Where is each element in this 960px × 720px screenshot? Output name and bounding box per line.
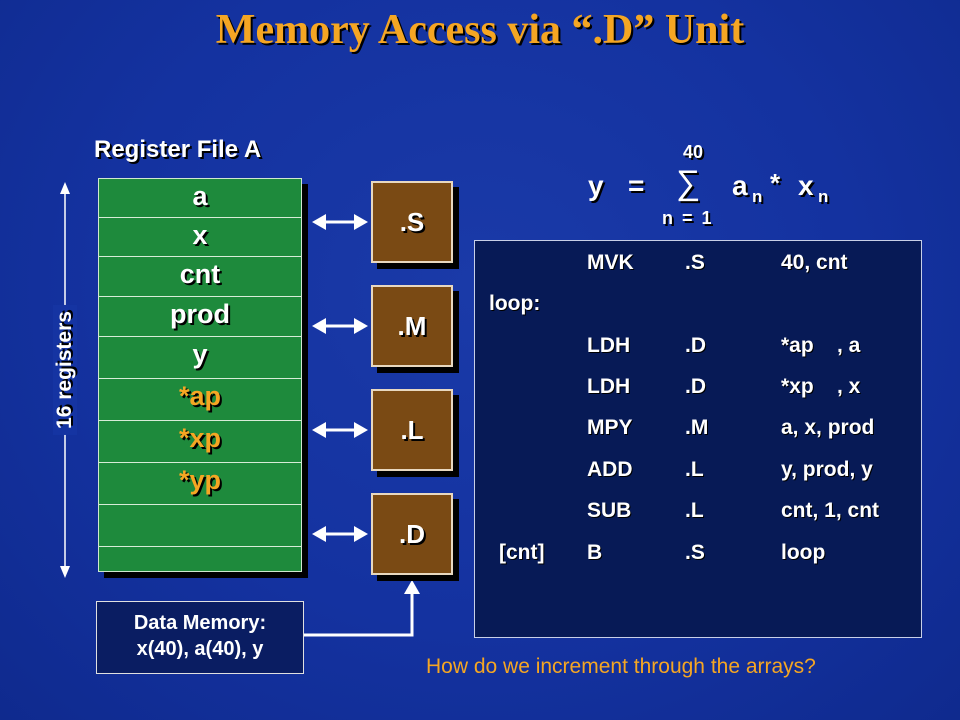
assembly-program-panel: MVK .S 40, cnt loop: LDH .D *ap , a LDH … [474, 240, 922, 638]
code-args: a, x, prod [781, 416, 875, 439]
code-unit: .L [685, 499, 704, 522]
code-unit: .D [685, 375, 706, 398]
equation-subscript-x: n [818, 187, 829, 206]
question-text: How do we increment through the arrays? [426, 655, 816, 678]
code-unit: .M [685, 416, 709, 439]
sum-lower-limit: n = 1 [662, 208, 712, 228]
code-args: *xp , x [781, 375, 861, 398]
code-args: 40, cnt [781, 251, 848, 274]
register-cnt: cnt [99, 257, 301, 297]
register-prod: prod [99, 297, 301, 337]
code-unit: .D [685, 334, 706, 357]
code-op: SUB [587, 499, 632, 522]
code-unit: .S [685, 251, 705, 274]
slide-title: Memory Access via “.D” Unit [215, 7, 745, 53]
code-args: cnt, 1, cnt [781, 499, 880, 522]
code-label: [cnt] [499, 541, 545, 564]
data-memory-box: Data Memory: x(40), a(40), y [96, 601, 304, 674]
unit-m: .M [371, 285, 453, 367]
register-file-heading: Register File A [94, 136, 262, 163]
sigma-icon: ∑ [676, 164, 701, 202]
code-op: ADD [587, 458, 633, 481]
code-args: *ap , a [781, 334, 861, 357]
register-x: x [99, 218, 301, 257]
code-op: B [587, 541, 603, 564]
equation-lhs: y [588, 170, 604, 201]
register-y: y [99, 337, 301, 379]
equation-times: * [770, 168, 781, 198]
code-label: loop: [489, 292, 541, 315]
data-memory-title: Data Memory: [133, 612, 267, 634]
register-a: a [99, 179, 301, 218]
sum-upper-limit: 40 [683, 142, 704, 162]
unit-d: .D [371, 493, 453, 575]
equation-subscript-a: n [752, 187, 763, 206]
register-ap: *ap [99, 379, 301, 421]
code-op: MPY [587, 416, 633, 439]
code-op: MVK [587, 251, 634, 274]
equation-term-a: a [732, 170, 748, 201]
code-unit: .S [685, 541, 705, 564]
code-unit: .L [685, 458, 704, 481]
equation-equals: = [628, 170, 645, 201]
data-memory-contents: x(40), a(40), y [136, 638, 264, 660]
unit-s: .S [371, 181, 453, 263]
equation-term-x: x [798, 170, 814, 201]
code-args: y, prod, y [781, 458, 873, 481]
code-args: loop [781, 541, 826, 564]
code-op: LDH [587, 375, 631, 398]
register-file: a x cnt prod y *ap *xp *yp [98, 178, 302, 572]
register-yp: *yp [99, 463, 301, 505]
unit-l: .L [371, 389, 453, 471]
register-xp: *xp [99, 421, 301, 463]
code-op: LDH [587, 334, 631, 357]
register-empty-1 [99, 505, 301, 547]
